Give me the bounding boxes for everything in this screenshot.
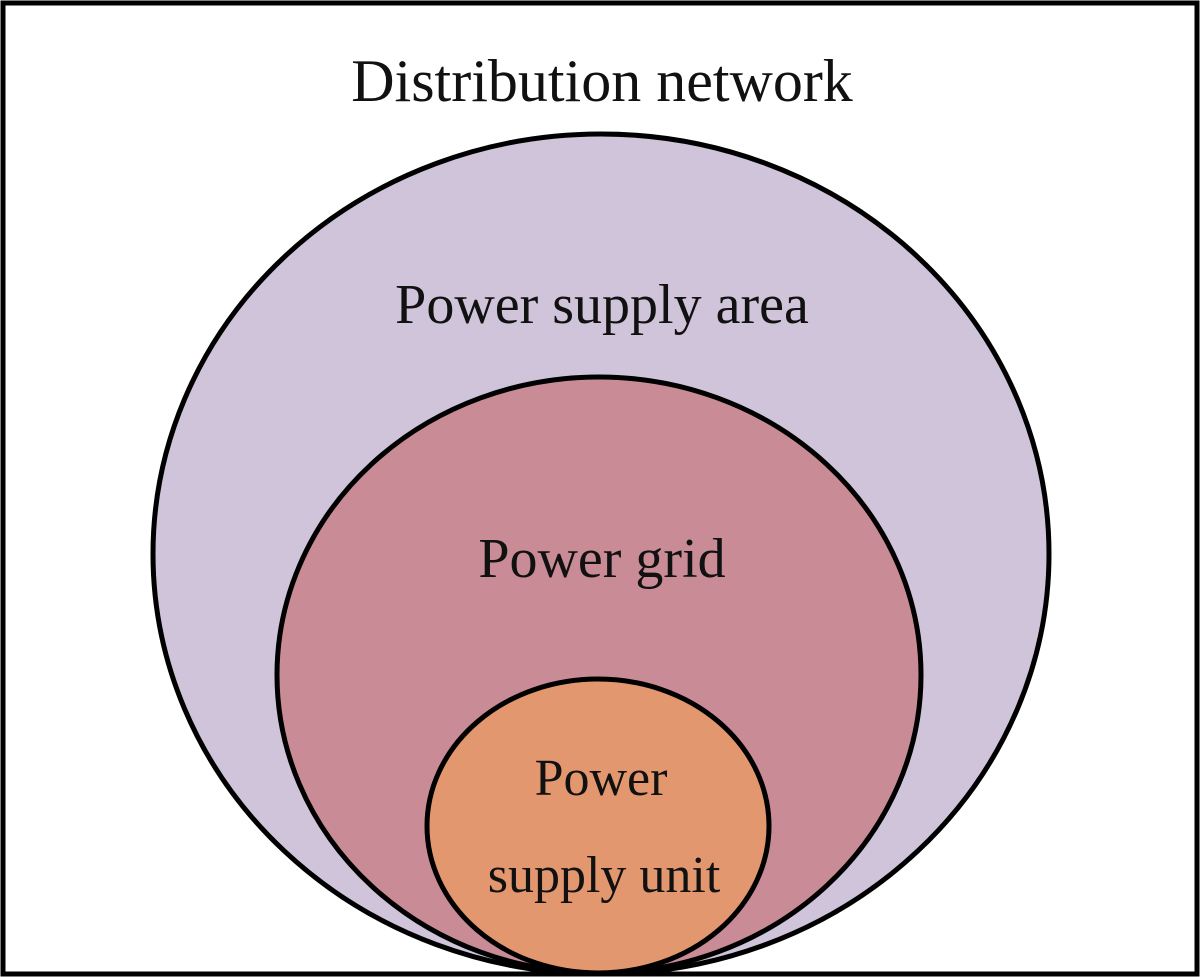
power-supply-area-label: Power supply area (395, 274, 809, 336)
distribution-network-label: Distribution network (351, 48, 853, 114)
power-grid-label: Power grid (478, 528, 725, 590)
power-supply-unit-label-line2: supply unit (488, 847, 721, 904)
power-supply-unit-region (424, 676, 772, 976)
power-supply-unit-label-line1: Power (535, 750, 668, 807)
